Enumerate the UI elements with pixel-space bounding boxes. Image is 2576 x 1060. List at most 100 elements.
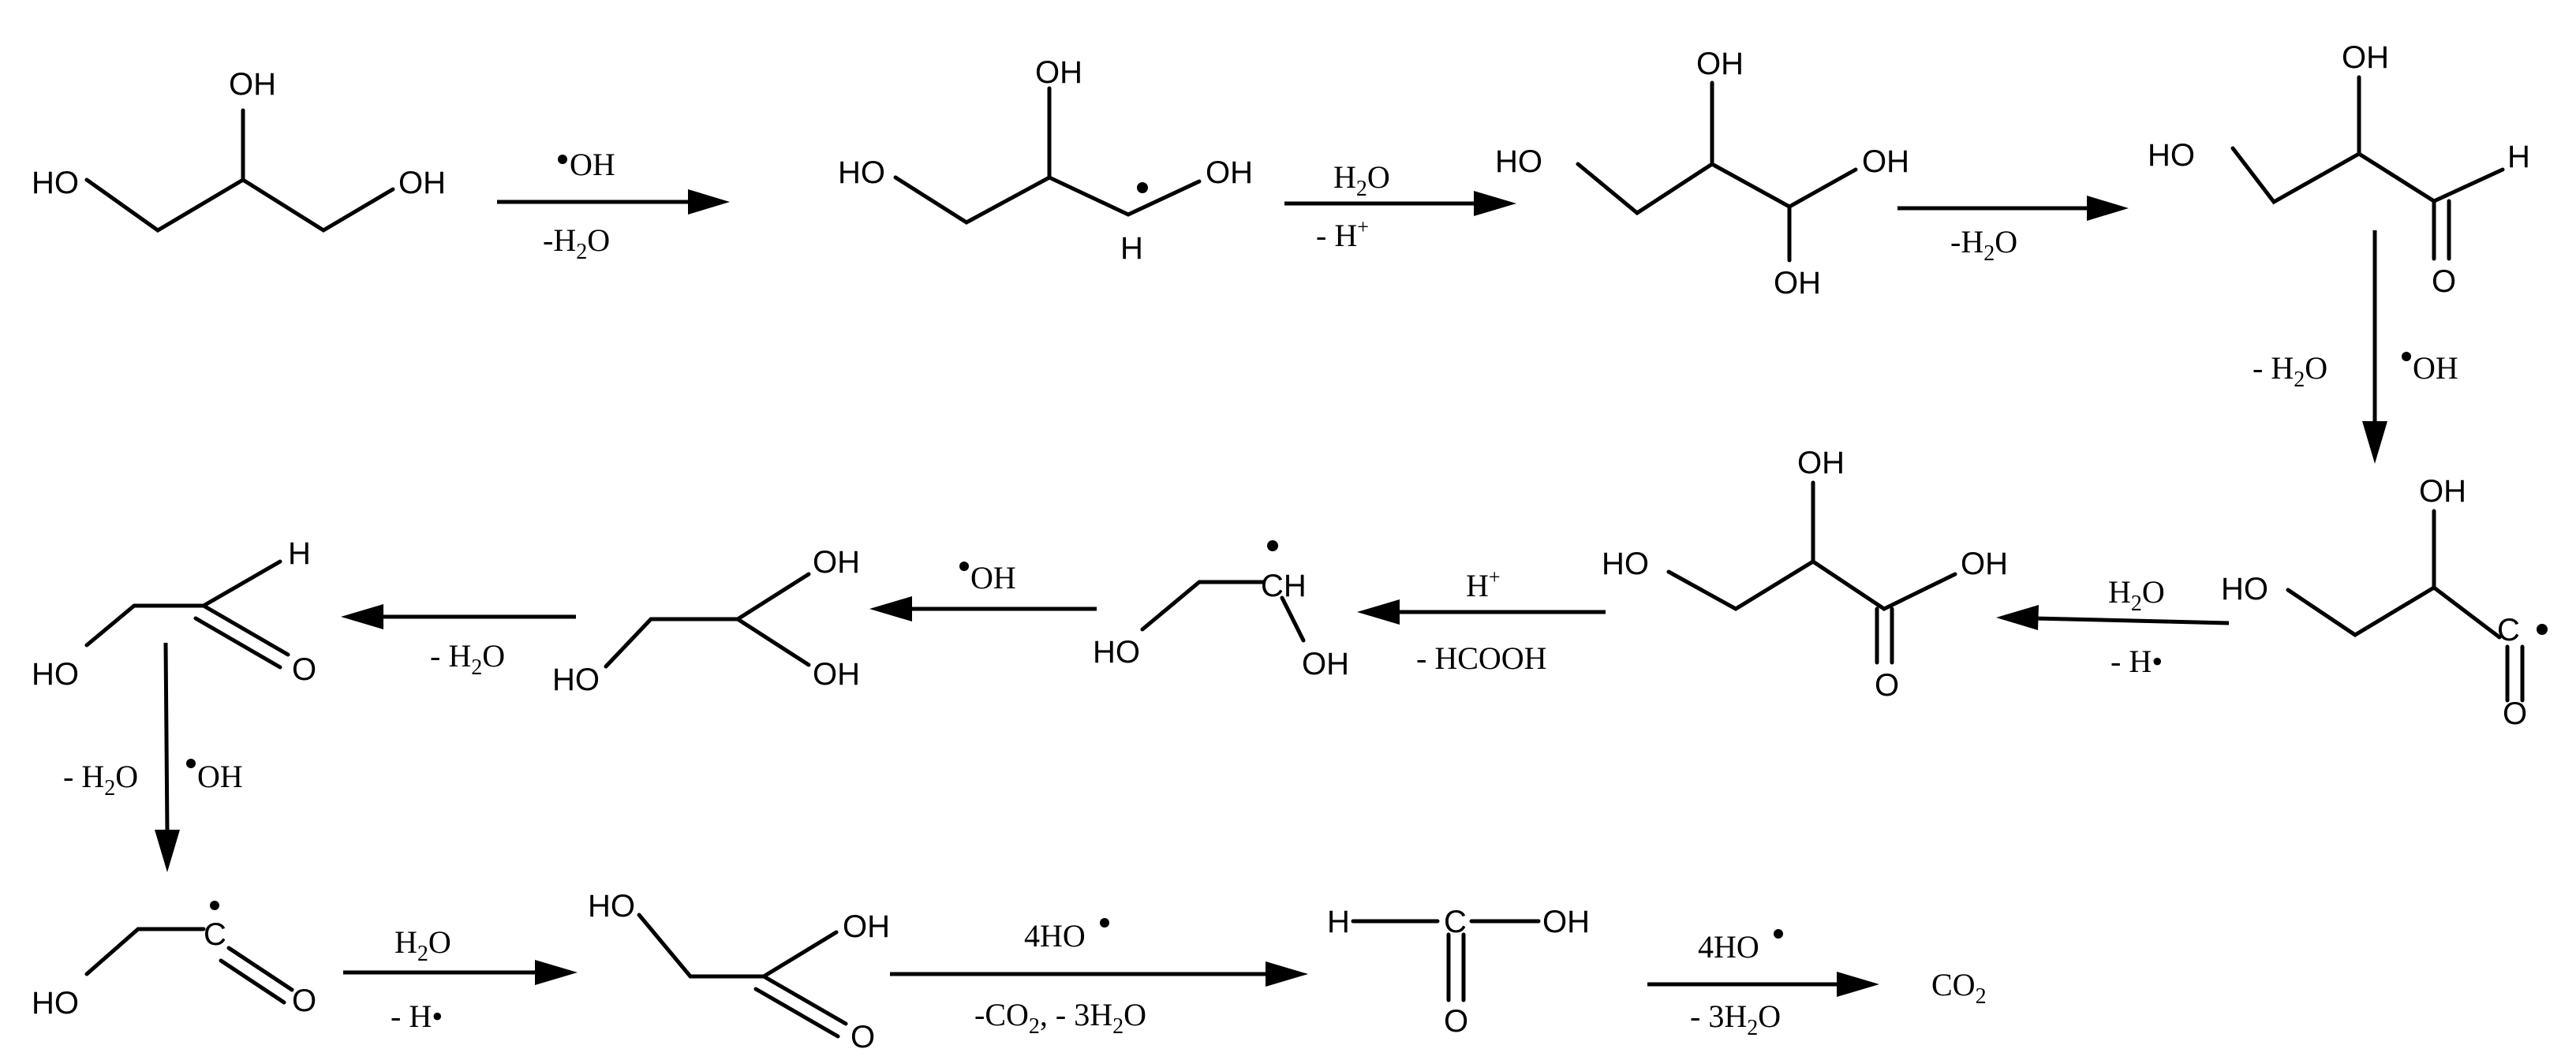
condition-byproduct: - H2O bbox=[430, 638, 505, 680]
reaction-arrow-4: - H2O OH bbox=[2253, 230, 2458, 464]
atom-oh: OH bbox=[1206, 155, 1253, 190]
atom-c: C bbox=[1444, 905, 1467, 939]
atom-c: C bbox=[2497, 613, 2520, 648]
reaction-arrow-9: - H2O OH bbox=[63, 642, 243, 872]
atom-ho: HO bbox=[838, 155, 885, 190]
condition-byproduct: - H• bbox=[2111, 644, 2163, 679]
condition-reagent: OH bbox=[970, 560, 1016, 595]
atom-oh: OH bbox=[398, 166, 446, 200]
atom-oh: OH bbox=[2342, 40, 2389, 75]
atom-oh: OH bbox=[813, 545, 860, 580]
atom-o: O bbox=[292, 983, 316, 1018]
atom-oh: OH bbox=[1961, 547, 2008, 581]
atom-oh: OH bbox=[1035, 55, 1082, 90]
atom-h: H bbox=[1120, 231, 1143, 266]
atom-ho: HO bbox=[2221, 572, 2268, 607]
atom-oh: OH bbox=[1862, 144, 1909, 179]
molecule-glycerol-gem-diol: HO OH OH OH bbox=[1495, 47, 1909, 300]
condition-byproduct: - 3H2O bbox=[1690, 998, 1781, 1040]
molecule-formic-acid: H C OH O bbox=[1327, 905, 1590, 1039]
atom-oh: OH bbox=[229, 67, 276, 102]
molecule-glycerol-radical: HO OH OH H bbox=[838, 55, 1253, 266]
condition-reagent: H2O bbox=[2108, 574, 2165, 616]
condition-byproduct: -H2O bbox=[543, 222, 610, 264]
condition-reagent: 4HO bbox=[1024, 918, 1086, 954]
molecule-ethanediol-radical: HO CH OH bbox=[1093, 540, 1349, 681]
molecule-ethanetriol: HO OH OH bbox=[552, 545, 860, 697]
condition-byproduct: - HCOOH bbox=[1416, 640, 1547, 676]
radical-dot bbox=[959, 562, 969, 571]
radical-dot bbox=[2402, 352, 2411, 361]
atom-oh: OH bbox=[1302, 647, 1349, 681]
radical-dot bbox=[1774, 929, 1783, 939]
reaction-arrow-6: H+ - HCOOH bbox=[1357, 565, 1606, 676]
atom-ho: HO bbox=[32, 166, 79, 200]
atom-ho: HO bbox=[32, 986, 79, 1021]
molecule-glycolic-acid: HO OH O bbox=[588, 889, 890, 1054]
molecule-glyceraldehyde: HO OH H O bbox=[2148, 40, 2530, 299]
reaction-arrow-11: 4HO -CO2, - 3H2O bbox=[890, 918, 1308, 1039]
molecule-glycerol: HO OH OH bbox=[32, 67, 446, 233]
condition-reagent: H2O bbox=[1333, 159, 1390, 201]
atom-h: H bbox=[2507, 140, 2530, 174]
atom-ho: HO bbox=[1602, 547, 1649, 581]
atom-oh: OH bbox=[1774, 266, 1821, 300]
condition-reagent: H2O bbox=[394, 924, 451, 966]
radical-dot bbox=[186, 759, 196, 768]
reaction-arrow-8: - H2O bbox=[341, 604, 576, 680]
atom-ho: HO bbox=[588, 889, 635, 924]
condition-reagent: H+ bbox=[1466, 565, 1501, 603]
radical-dot bbox=[1137, 182, 1148, 193]
reaction-arrow-7: OH bbox=[869, 560, 1097, 621]
atom-h: H bbox=[288, 536, 311, 571]
atom-oh: OH bbox=[1797, 446, 1845, 480]
radical-dot bbox=[1267, 540, 1278, 551]
atom-oh: OH bbox=[843, 909, 890, 944]
atom-ho: HO bbox=[1495, 144, 1542, 179]
condition-byproduct: - H• bbox=[391, 998, 443, 1034]
atom-oh: OH bbox=[813, 657, 860, 692]
reaction-arrow-5: H2O - H• bbox=[1996, 574, 2230, 679]
condition-byproduct: -CO2, - 3H2O bbox=[974, 997, 1146, 1039]
molecule-glyceroyl-radical: HO OH C O bbox=[2221, 474, 2548, 731]
molecule-glyceric-acid: HO OH OH O bbox=[1602, 446, 2008, 703]
molecule-glycolyl-radical: HO C O bbox=[32, 901, 316, 1021]
atom-h: H bbox=[1327, 905, 1350, 939]
atom-ho: HO bbox=[1093, 635, 1140, 670]
condition-reagent: OH bbox=[2413, 350, 2458, 386]
reaction-arrow-12: 4HO - 3H2O bbox=[1647, 929, 1879, 1040]
radical-dot bbox=[210, 901, 219, 910]
condition-byproduct: - H2O bbox=[63, 759, 138, 801]
atom-o: O bbox=[2432, 264, 2456, 299]
condition-reagent: 4HO bbox=[1698, 929, 1759, 965]
atom-o: O bbox=[851, 1020, 875, 1054]
atom-oh: OH bbox=[1542, 905, 1590, 939]
reaction-arrow-10: H2O - H• bbox=[343, 924, 578, 1034]
reaction-arrow-2: H2O - H+ bbox=[1284, 159, 1516, 253]
atom-oh: OH bbox=[2419, 474, 2466, 509]
atom-o: O bbox=[292, 652, 316, 687]
reaction-arrow-1: OH -H2O bbox=[497, 147, 730, 264]
molecule-carbon-dioxide: CO2 bbox=[1931, 967, 1987, 1009]
atom-ho: HO bbox=[2148, 138, 2195, 173]
reaction-arrow-3: -H2O bbox=[1897, 196, 2129, 266]
condition-byproduct: - H2O bbox=[2253, 350, 2327, 392]
condition-reagent: OH bbox=[570, 147, 615, 182]
atom-ho: HO bbox=[552, 662, 600, 697]
atom-o: O bbox=[2503, 696, 2527, 731]
condition-byproduct: -H2O bbox=[1950, 224, 2017, 266]
radical-dot bbox=[1100, 918, 1109, 928]
atom-ho: HO bbox=[32, 657, 79, 692]
atom-ch: CH bbox=[1261, 569, 1307, 603]
atom-c: C bbox=[204, 917, 226, 952]
product-co2: CO2 bbox=[1931, 967, 1987, 1009]
radical-dot bbox=[2537, 624, 2548, 635]
atom-o: O bbox=[1875, 668, 1899, 703]
atom-o: O bbox=[1444, 1004, 1468, 1039]
condition-reagent: OH bbox=[197, 759, 243, 794]
atom-oh: OH bbox=[1696, 47, 1744, 81]
radical-dot bbox=[558, 155, 567, 164]
condition-byproduct: - H+ bbox=[1316, 215, 1369, 253]
molecule-glycolaldehyde: HO H O bbox=[32, 536, 316, 692]
